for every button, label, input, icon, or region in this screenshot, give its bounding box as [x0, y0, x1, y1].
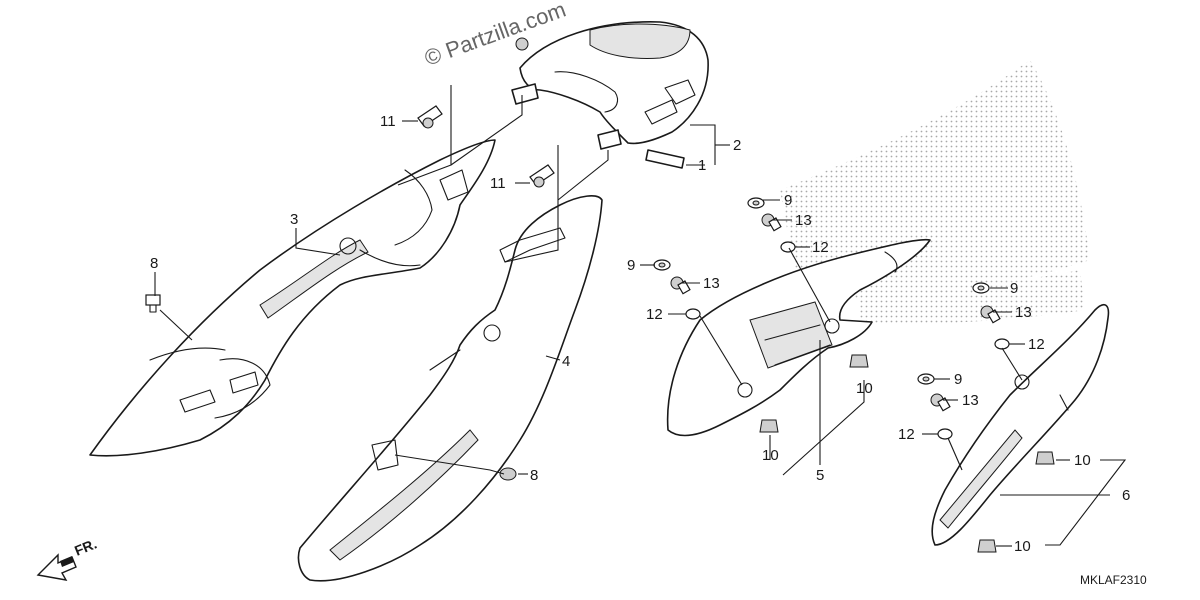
part-3-left-side-cover	[89, 139, 496, 457]
callout-11-b: 11	[490, 175, 506, 192]
direction-label: FR.	[72, 535, 99, 558]
part-6-right-strip	[931, 303, 1110, 546]
callout-10-a: 10	[856, 380, 873, 397]
nut-10-a	[849, 354, 869, 368]
callout-12-a: 12	[812, 239, 829, 256]
callout-13-c: 13	[1015, 304, 1032, 321]
rubber-12-d	[937, 428, 953, 440]
callout-1: 1	[698, 157, 706, 174]
callout-6: 6	[1122, 487, 1130, 504]
part-5-right-cover	[666, 238, 931, 437]
callout-12-c: 12	[1028, 336, 1045, 353]
bolt-13-a	[761, 213, 782, 232]
bolt-13-d	[930, 393, 951, 412]
rubber-12-c	[994, 338, 1010, 350]
clip-top	[515, 37, 529, 51]
callout-3: 3	[290, 211, 298, 228]
callout-13-b: 13	[703, 275, 720, 292]
front-direction-arrow	[36, 553, 77, 581]
callout-2: 2	[733, 137, 741, 154]
callout-13-a: 13	[795, 212, 812, 229]
part-1-rubber	[645, 149, 685, 169]
callout-10-c: 10	[1074, 452, 1091, 469]
callout-9-d: 9	[954, 371, 962, 388]
screw-11-b	[529, 164, 555, 188]
diagram-code: MKLAF2310	[1080, 573, 1147, 587]
rubber-12-a	[780, 241, 796, 253]
nut-10-c	[1035, 451, 1055, 465]
callout-12-d: 12	[898, 426, 915, 443]
callout-12-b: 12	[646, 306, 663, 323]
callout-8-left: 8	[150, 255, 158, 272]
clip-8-a	[145, 294, 161, 313]
clip-8-b	[499, 467, 517, 481]
callout-10-d: 10	[1014, 538, 1031, 555]
washer-9-b	[653, 259, 671, 271]
callout-11-a: 11	[380, 113, 396, 130]
bolt-13-b	[670, 276, 691, 295]
washer-9-d	[917, 373, 935, 385]
nut-10-d	[977, 539, 997, 553]
callout-9-c: 9	[1010, 280, 1018, 297]
nut-10-b	[759, 419, 779, 433]
screw-11-a	[417, 105, 443, 129]
callout-10-b: 10	[762, 447, 779, 464]
washer-9-c	[972, 282, 990, 294]
callout-4: 4	[562, 353, 570, 370]
dotted-wing-logo	[780, 60, 1090, 325]
leader-lines	[154, 85, 1127, 547]
callout-9-a: 9	[784, 192, 792, 209]
part-2-seat-cowl	[511, 21, 709, 150]
callout-13-d: 13	[962, 392, 979, 409]
callout-9-b: 9	[627, 257, 635, 274]
bolt-13-c	[980, 305, 1001, 324]
callout-5: 5	[816, 467, 824, 484]
washer-9-a	[747, 197, 765, 209]
rubber-12-b	[685, 308, 701, 320]
callout-8-bottom: 8	[530, 467, 538, 484]
